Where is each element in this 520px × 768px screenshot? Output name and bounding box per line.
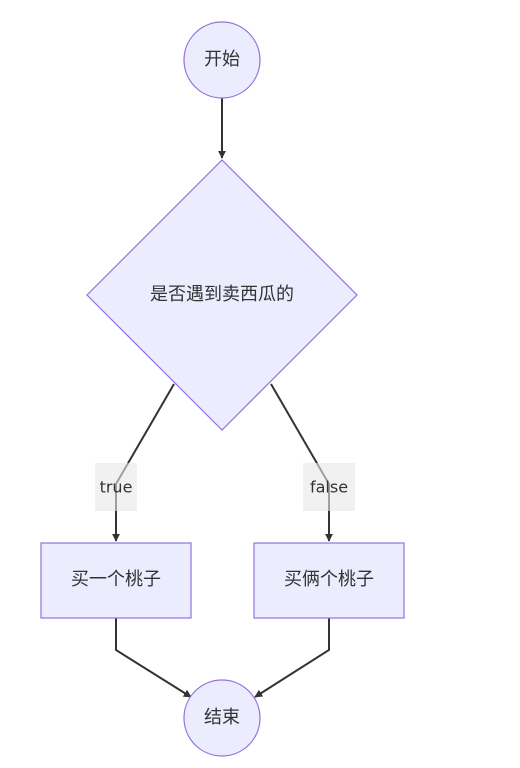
node-start-label: 开始: [204, 49, 240, 70]
node-buy-one: 买一个桃子: [40, 542, 192, 619]
edge-label-false: false: [303, 463, 355, 511]
node-end: 结束: [183, 679, 261, 757]
edge-buy-two-to-end: [254, 618, 330, 698]
edge-label-false-text: false: [310, 478, 348, 497]
edge-decision-to-buy-two: [270, 383, 333, 542]
node-start: 开始: [183, 21, 261, 99]
edge-label-true: true: [95, 463, 137, 511]
edge-buy-one-to-end: [115, 618, 192, 698]
node-buy-one-label: 买一个桃子: [71, 569, 161, 590]
edge-decision-to-buy-one: [112, 383, 175, 542]
node-buy-two: 买俩个桃子: [253, 542, 405, 619]
node-buy-two-label: 买俩个桃子: [284, 569, 374, 590]
node-end-label: 结束: [204, 707, 240, 728]
edge-label-true-text: true: [100, 478, 133, 497]
node-decision: 是否遇到卖西瓜的: [86, 159, 358, 431]
node-decision-label: 是否遇到卖西瓜的: [150, 284, 294, 305]
